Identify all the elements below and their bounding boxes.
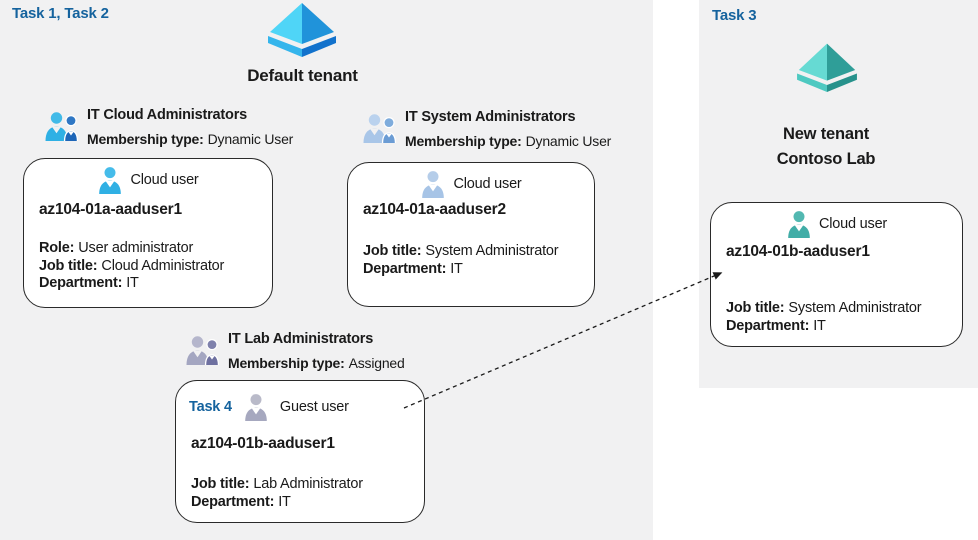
cloud-user-icon bbox=[99, 167, 122, 194]
attr-line: Department:IT bbox=[363, 261, 588, 279]
group-icon bbox=[45, 112, 79, 141]
attr-label: Role: bbox=[39, 240, 75, 256]
user-name: az104-01a-aaduser1 bbox=[39, 201, 182, 218]
cloud-user-icon bbox=[422, 171, 445, 198]
attr-line: Department:IT bbox=[39, 275, 266, 293]
group-icon bbox=[186, 336, 220, 365]
group-title: IT Cloud Administrators bbox=[87, 107, 248, 123]
default-tenant-title: Default tenant bbox=[247, 66, 358, 85]
card-header: Cloud user bbox=[24, 166, 272, 194]
user-type-label: Cloud user bbox=[130, 172, 199, 188]
attr-label: Job title: bbox=[726, 300, 785, 316]
attr-label: Department: bbox=[726, 317, 810, 334]
group-title: IT System Administrators bbox=[405, 109, 576, 125]
attr-label: Department: bbox=[39, 275, 123, 291]
membership-label: Membership type: bbox=[228, 355, 345, 371]
group-title: IT Lab Administrators bbox=[228, 331, 374, 347]
attr-value: IT bbox=[450, 260, 463, 277]
group-it-system-administrators: IT System Administrators Membership type… bbox=[362, 105, 611, 153]
group-text: IT Lab Administrators Membership type:As… bbox=[228, 327, 405, 375]
card-header: Task 4 Guest user bbox=[176, 393, 424, 421]
cloud-user-icon bbox=[788, 211, 810, 238]
group-it-lab-administrators: IT Lab Administrators Membership type:As… bbox=[185, 327, 405, 375]
attr-line: Department:IT bbox=[191, 494, 418, 512]
attr-label: Job title: bbox=[191, 476, 250, 492]
group-text: IT Cloud Administrators Membership type:… bbox=[87, 103, 293, 151]
guest-user-card: Task 4 Guest user az104-01b-aaduser1 Job… bbox=[175, 380, 425, 523]
user-attributes: Job title:System Administrator Departmen… bbox=[363, 243, 588, 278]
user-attributes: Role:User administrator Job title:Cloud … bbox=[39, 240, 266, 293]
attr-label: Department: bbox=[363, 260, 447, 277]
task-4-label: Task 4 bbox=[189, 399, 232, 415]
attr-label: Job title: bbox=[39, 257, 98, 274]
attr-line: Department:IT bbox=[726, 318, 956, 336]
user-attributes: Job title:Lab Administrator Department:I… bbox=[191, 476, 418, 511]
attr-label: Job title: bbox=[363, 243, 422, 259]
attr-line: Job title:Lab Administrator bbox=[191, 476, 418, 494]
group-membership: Membership type:Dynamic User bbox=[87, 127, 293, 151]
attr-value: IT bbox=[278, 493, 291, 510]
cloud-user-card-1: Cloud user az104-01a-aaduser1 Role:User … bbox=[23, 158, 273, 308]
membership-label: Membership type: bbox=[87, 131, 204, 147]
group-membership: Membership type:Dynamic User bbox=[405, 129, 611, 153]
attr-label: Department: bbox=[191, 493, 275, 510]
card-header: Cloud user bbox=[711, 210, 962, 238]
membership-value: Dynamic User bbox=[207, 131, 294, 147]
membership-label: Membership type: bbox=[405, 133, 522, 149]
group-icon bbox=[363, 114, 397, 143]
membership-value: Assigned bbox=[348, 355, 405, 371]
attr-value: IT bbox=[813, 317, 826, 334]
group-it-cloud-administrators: IT Cloud Administrators Membership type:… bbox=[44, 103, 293, 151]
user-attributes: Job title:System Administrator Departmen… bbox=[726, 300, 956, 335]
user-name: az104-01b-aaduser1 bbox=[191, 435, 335, 452]
user-type-label: Cloud user bbox=[453, 176, 522, 192]
default-tenant-icon bbox=[268, 3, 336, 57]
group-text: IT System Administrators Membership type… bbox=[405, 105, 611, 153]
attr-line: Job title:Cloud Administrator bbox=[39, 258, 266, 276]
new-tenant-line1: New tenant bbox=[782, 125, 869, 143]
guest-user-icon bbox=[245, 394, 267, 421]
user-type-label: Cloud user bbox=[818, 216, 888, 232]
card-header: Cloud user bbox=[348, 170, 594, 198]
task-3-label: Task 3 bbox=[712, 7, 757, 24]
attr-value: System Administrator bbox=[425, 243, 559, 259]
attr-value: Cloud Administrator bbox=[101, 257, 225, 274]
attr-line: Role:User administrator bbox=[39, 240, 266, 258]
cloud-user-card-2: Cloud user az104-01a-aaduser2 Job title:… bbox=[347, 162, 595, 307]
new-tenant-cloud-user-card: Cloud user az104-01b-aaduser1 Job title:… bbox=[710, 202, 963, 347]
user-name: az104-01a-aaduser2 bbox=[363, 201, 506, 218]
attr-value: IT bbox=[126, 275, 139, 291]
new-tenant-icon bbox=[797, 43, 857, 93]
membership-value: Dynamic User bbox=[525, 133, 612, 149]
attr-value: User administrator bbox=[78, 240, 194, 256]
attr-line: Job title:System Administrator bbox=[726, 300, 956, 318]
new-tenant-title: New tenant Contoso Lab bbox=[737, 122, 915, 172]
attr-line: Job title:System Administrator bbox=[363, 243, 588, 261]
group-membership: Membership type:Assigned bbox=[228, 351, 405, 375]
user-name: az104-01b-aaduser1 bbox=[726, 243, 870, 260]
task-1-2-label: Task 1, Task 2 bbox=[12, 5, 109, 22]
user-type-label: Guest user bbox=[279, 399, 349, 415]
new-tenant-line2: Contoso Lab bbox=[776, 150, 876, 168]
attr-value: System Administrator bbox=[788, 300, 922, 316]
attr-value: Lab Administrator bbox=[253, 476, 363, 492]
